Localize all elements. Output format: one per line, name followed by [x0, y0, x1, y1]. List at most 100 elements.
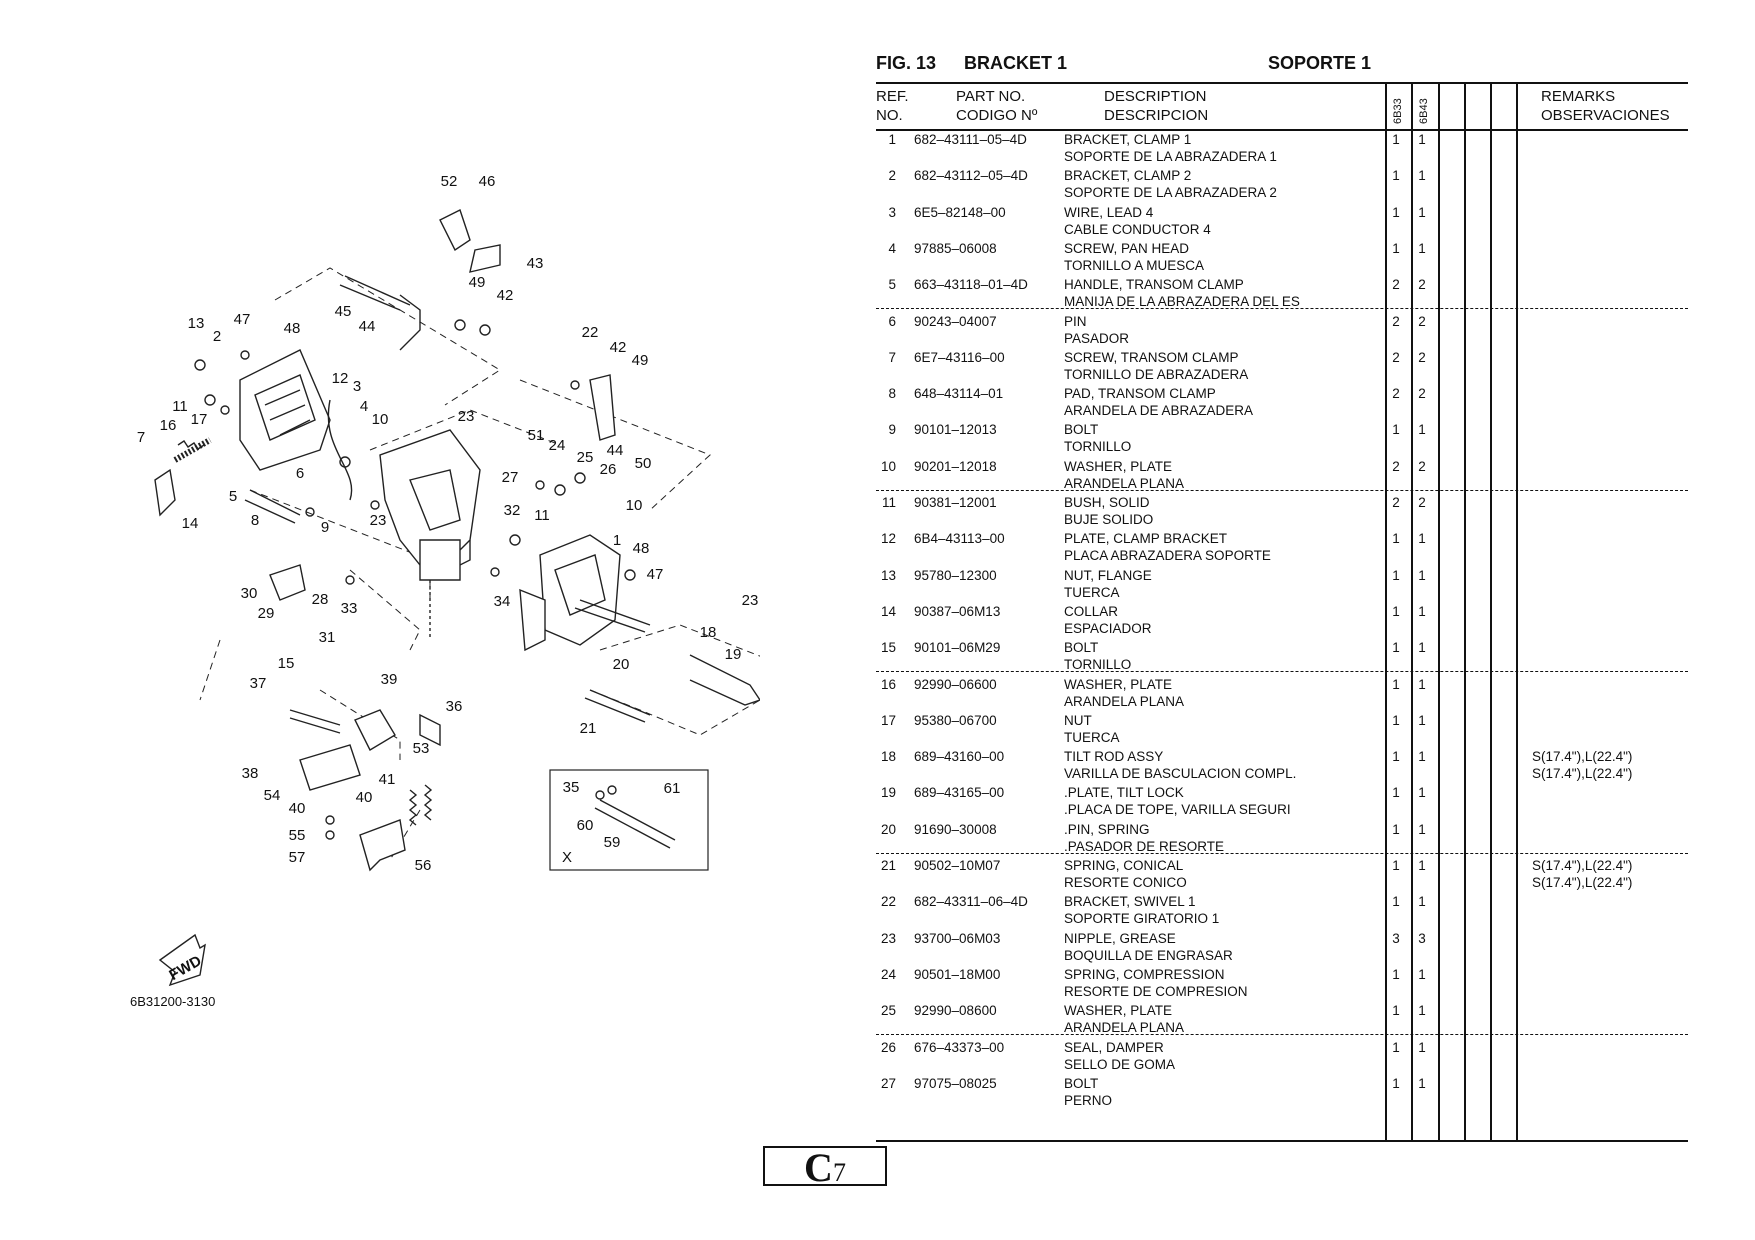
qty-6b33: 1	[1392, 713, 1400, 728]
col-header-ref: REF.NO.	[876, 88, 909, 124]
ref-no: 8	[888, 386, 896, 401]
ref-no: 9	[888, 422, 896, 437]
callout-12: 12	[332, 370, 349, 387]
description-es: SOPORTE GIRATORIO 1	[1064, 910, 1220, 926]
part-number: 95380–06700	[914, 713, 997, 728]
part-number: 682–43311–06–4D	[914, 894, 1028, 909]
description-en: WIRE, LEAD 4	[1064, 205, 1154, 220]
col-rule	[1516, 82, 1518, 1140]
qty-6b43: 1	[1418, 677, 1426, 692]
ref-no: 5	[888, 277, 896, 292]
description-en: SCREW, TRANSOM CLAMP	[1064, 350, 1239, 365]
qty-6b43: 1	[1418, 749, 1426, 764]
callout-13: 13	[188, 315, 205, 332]
qty-6b43: 1	[1418, 785, 1426, 800]
callout-23: 23	[742, 592, 759, 609]
part-number: 663–43118–01–4D	[914, 277, 1028, 292]
ref-no: 4	[888, 241, 896, 256]
qty-6b33: 1	[1392, 894, 1400, 909]
qty-6b33: 1	[1392, 422, 1400, 437]
qty-6b33: 2	[1392, 277, 1400, 292]
callout-18: 18	[700, 624, 717, 641]
description-es: MANIJA DE LA ABRAZADERA DEL ES	[1064, 293, 1300, 309]
description-es: SOPORTE DE LA ABRAZADERA 2	[1064, 184, 1277, 200]
callout-44: 44	[607, 442, 624, 459]
ref-no: 12	[880, 531, 896, 546]
qty-6b33: 1	[1392, 822, 1400, 837]
diagram-code: 6B31200-3130	[130, 994, 215, 1009]
callout-61: 61	[664, 780, 681, 797]
part-number: 92990–08600	[914, 1003, 997, 1018]
description-en: PIN	[1064, 314, 1087, 329]
callout-60: 60	[577, 817, 594, 834]
callout-37: 37	[250, 675, 267, 692]
qty-6b43: 1	[1418, 132, 1426, 147]
description-en: NUT, FLANGE	[1064, 568, 1152, 583]
callout-39: 39	[381, 671, 398, 688]
group-divider	[876, 853, 1688, 855]
ref-no: 2	[888, 168, 896, 183]
callout-3: 3	[353, 378, 361, 395]
qty-6b43: 1	[1418, 531, 1426, 546]
part-description: .PLATE, TILT LOCK.PLACA DE TOPE, VARILLA…	[1064, 785, 1291, 818]
callout-30: 30	[241, 585, 258, 602]
qty-6b33: 3	[1392, 931, 1400, 946]
callout-1: 1	[613, 532, 621, 549]
ref-no: 11	[881, 495, 896, 510]
col-header-part-no: PART NO.CODIGO Nº	[956, 88, 1038, 124]
callout-21: 21	[580, 720, 597, 737]
fig-title-en: BRACKET 1	[964, 53, 1068, 73]
description-es: ESPACIADOR	[1064, 620, 1152, 636]
description-en: HANDLE, TRANSOM CLAMP	[1064, 277, 1244, 292]
remark-line: S(17.4"),L(22.4")	[1532, 874, 1633, 890]
description-en: BOLT	[1064, 640, 1099, 655]
callout-45: 45	[335, 303, 352, 320]
remark-line: S(17.4"),L(22.4")	[1532, 858, 1633, 873]
description-es: ARANDELA PLANA	[1064, 1019, 1185, 1035]
description-es: TUERCA	[1064, 584, 1120, 600]
qty-6b43: 3	[1418, 931, 1426, 946]
part-number: 97075–08025	[914, 1076, 997, 1091]
part-number: 90502–10M07	[914, 858, 1001, 873]
description-es: BUJE SOLIDO	[1064, 511, 1154, 527]
ref-no: 21	[880, 858, 896, 873]
qty-6b43: 1	[1418, 422, 1426, 437]
ref-no: 27	[880, 1076, 896, 1091]
group-divider	[876, 308, 1688, 310]
ref-no: 24	[880, 967, 896, 982]
callout-14: 14	[182, 515, 199, 532]
fig-label: FIG. 13	[876, 53, 937, 73]
ref-no: 3	[888, 205, 896, 220]
qty-6b33: 1	[1392, 168, 1400, 183]
qty-6b33: 1	[1392, 749, 1400, 764]
description-en: SCREW, PAN HEAD	[1064, 241, 1190, 256]
qty-6b43: 2	[1418, 314, 1426, 329]
ref-no: 10	[880, 459, 896, 474]
col-rule	[1464, 82, 1466, 1140]
qty-6b33: 2	[1392, 459, 1400, 474]
part-number: 6E7–43116–00	[914, 350, 1005, 365]
group-divider	[876, 671, 1688, 673]
description-es: PLACA ABRAZADERA SOPORTE	[1064, 547, 1271, 563]
col-rule	[1490, 82, 1492, 1140]
callout-28: 28	[312, 591, 329, 608]
col-header-model-6b43: 6B43	[1418, 98, 1430, 124]
description-es: BOQUILLA DE ENGRASAR	[1064, 947, 1233, 963]
description-en: BUSH, SOLID	[1064, 495, 1150, 510]
col-header-model-6b33: 6B33	[1392, 98, 1404, 124]
callout-41: 41	[379, 771, 396, 788]
group-divider	[876, 1034, 1688, 1036]
